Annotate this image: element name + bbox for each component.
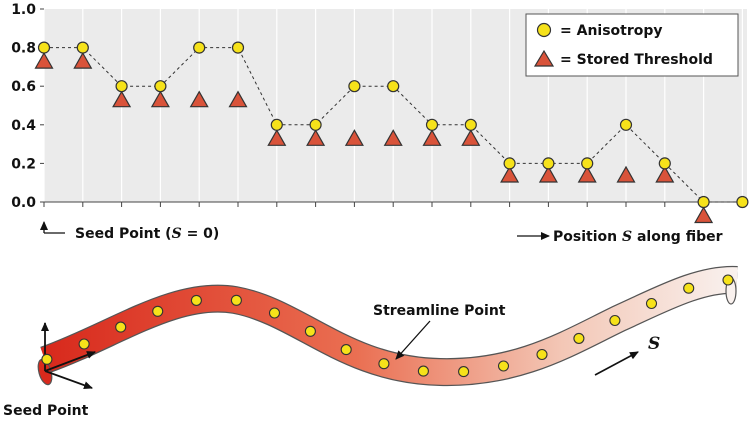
- anisotropy-marker: [425, 118, 439, 131]
- y-tick-label: 0.8: [11, 41, 36, 57]
- anisotropy-marker: [736, 195, 749, 209]
- anisotropy-marker: [464, 118, 477, 131]
- streamline-point-label: Streamline Point: [373, 303, 506, 319]
- chart-legend: = Anisotropy = Stored Threshold: [525, 13, 739, 77]
- seed-caption-prefix: Seed Point (: [75, 226, 172, 242]
- threshold-marker: [500, 165, 520, 183]
- streamline-point: [304, 325, 316, 337]
- streamline-point: [41, 353, 53, 365]
- threshold-marker: [655, 165, 675, 183]
- streamline-point: [497, 360, 510, 372]
- vertical-grid-lines: [43, 9, 744, 202]
- threshold-marker: [189, 90, 209, 108]
- anisotropy-marker: [76, 41, 89, 54]
- streamline-point: [115, 321, 127, 333]
- anisotropy-marker: [37, 41, 51, 54]
- stored-threshold-markers: [34, 51, 714, 224]
- threshold-marker: [538, 165, 558, 183]
- threshold-marker: [112, 90, 132, 108]
- fiber-tube-diagram: Streamline Point S Seed Point: [3, 265, 738, 419]
- legend-triangle-icon: [533, 49, 555, 67]
- anisotropy-marker: [231, 41, 245, 54]
- threshold-marker: [422, 129, 442, 146]
- anisotropy-marker: [348, 80, 361, 93]
- threshold-marker: [616, 165, 636, 183]
- threshold-marker: [577, 165, 597, 183]
- streamline-point-pointer: [395, 320, 431, 360]
- streamline-point: [573, 332, 585, 344]
- y-tick-label: 0.4: [11, 118, 36, 134]
- threshold-marker: [267, 129, 287, 146]
- legend-anisotropy-label: = Anisotropy: [560, 23, 663, 39]
- anisotropy-marker: [697, 195, 710, 209]
- streamline-point: [645, 297, 658, 310]
- threshold-marker: [34, 51, 54, 69]
- streamline-point: [190, 294, 202, 306]
- anisotropy-threshold-chart: 0.0 0.2 0.4 0.6 0.8 1.0 = Anisotropy = Stored…: [11, 2, 749, 245]
- anisotropy-markers: [37, 41, 749, 209]
- streamline-point: [230, 294, 242, 306]
- streamline-point: [152, 305, 164, 317]
- streamline-point: [722, 274, 734, 286]
- anisotropy-marker: [309, 118, 322, 131]
- threshold-marker: [150, 90, 170, 108]
- seed-caption-suffix: = 0): [182, 226, 220, 242]
- s-direction-arrow: [594, 351, 639, 376]
- x-axis-tick-marks: [43, 202, 743, 207]
- position-caption: Position S along fiber: [553, 229, 723, 245]
- anisotropy-marker: [387, 80, 400, 93]
- anisotropy-marker: [542, 157, 555, 170]
- anisotropy-marker: [270, 118, 283, 131]
- anisotropy-marker: [115, 80, 128, 93]
- threshold-marker: [344, 129, 364, 146]
- streamline-point: [378, 358, 390, 370]
- anisotropy-marker: [503, 157, 516, 170]
- seed-axis-down: [44, 370, 93, 390]
- seed-point-label: Seed Point: [3, 403, 89, 419]
- threshold-marker: [694, 206, 714, 224]
- y-tick-label: 1.0: [11, 2, 36, 18]
- anisotropy-marker: [154, 80, 167, 93]
- threshold-marker: [383, 129, 403, 146]
- streamline-point: [536, 348, 548, 361]
- legend-circle-icon: [536, 22, 552, 38]
- y-tick-label: 0.2: [11, 156, 36, 172]
- seed-axis-right: [44, 351, 96, 372]
- threshold-marker: [306, 129, 326, 146]
- streamline-point: [417, 365, 429, 377]
- y-tick-label: 0.0: [11, 195, 36, 211]
- streamline-points: [41, 274, 734, 378]
- threshold-marker: [73, 51, 93, 69]
- position-caption-s: S: [622, 229, 632, 245]
- position-caption-suffix: along fiber: [632, 229, 722, 245]
- legend-box: [525, 13, 739, 77]
- streamline-point: [458, 366, 470, 378]
- y-axis-ticks: 0.0 0.2 0.4 0.6 0.8 1.0: [11, 2, 44, 211]
- streamline-point: [268, 307, 281, 319]
- anisotropy-marker: [581, 157, 594, 170]
- anisotropy-marker: [619, 118, 633, 131]
- streamline-point: [683, 282, 695, 294]
- y-tick-label: 0.6: [11, 79, 36, 95]
- anisotropy-marker: [658, 157, 671, 170]
- threshold-marker: [228, 90, 248, 108]
- anisotropy-marker: [193, 41, 206, 54]
- fiber-tube-body: [40, 267, 738, 385]
- seed-point-caption: Seed Point (S = 0): [75, 226, 219, 242]
- streamline-point: [609, 314, 621, 327]
- streamline-point: [340, 344, 352, 356]
- seed-caption-s: S: [172, 226, 182, 242]
- threshold-marker: [461, 129, 481, 146]
- legend-threshold-label: = Stored Threshold: [560, 52, 713, 68]
- streamline-point: [78, 338, 90, 350]
- s-direction-label: S: [648, 334, 660, 354]
- position-caption-prefix: Position: [553, 229, 622, 245]
